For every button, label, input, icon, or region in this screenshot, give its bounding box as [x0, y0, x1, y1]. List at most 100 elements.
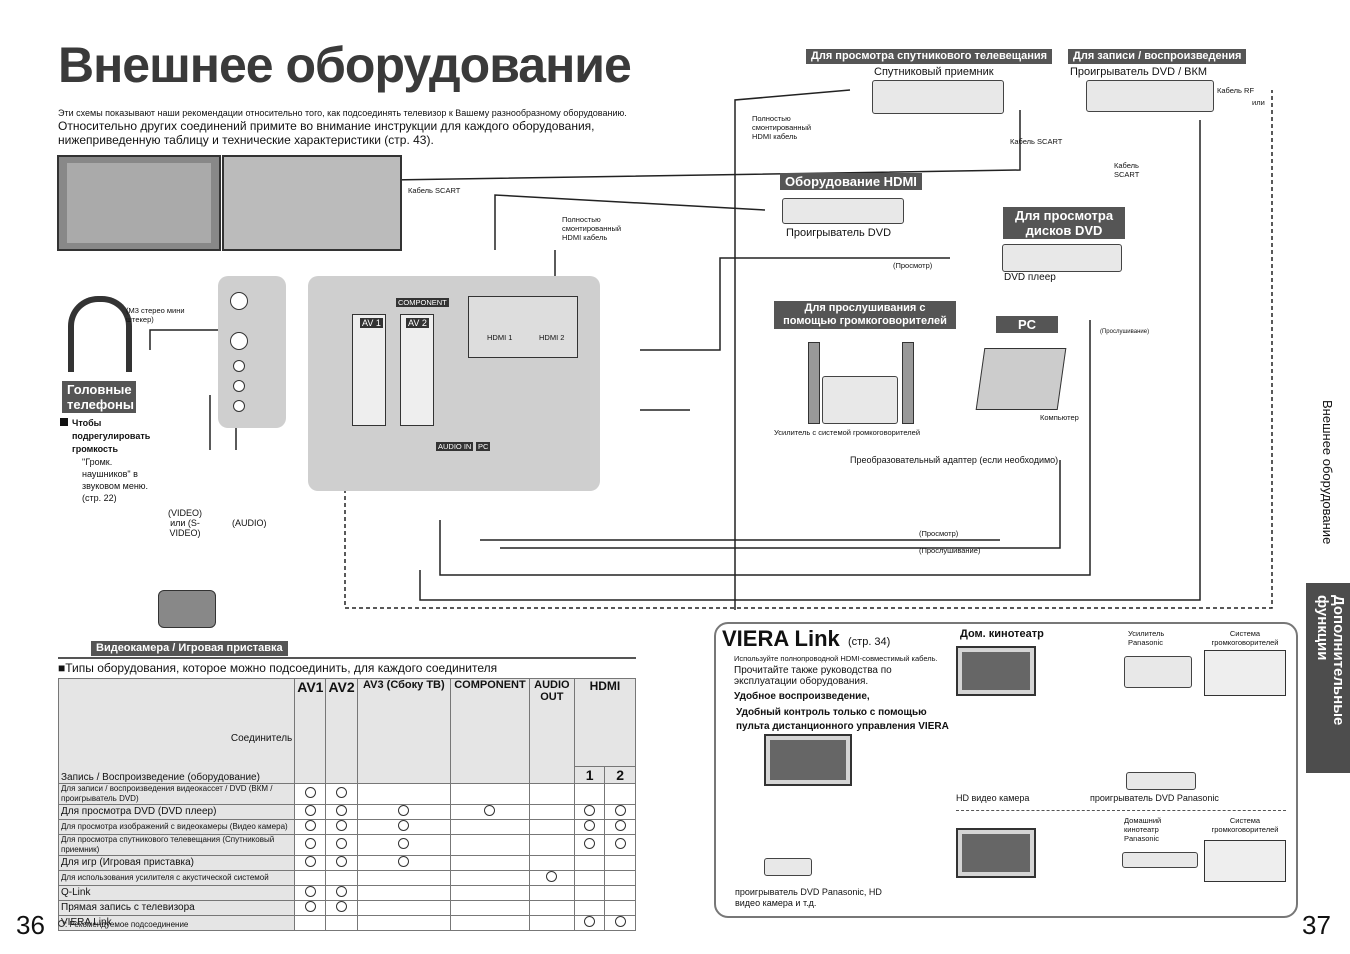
- row-label: Для просмотра DVD (DVD плеер): [57, 804, 296, 820]
- dvd-player-device: [1002, 244, 1122, 272]
- viera-tv-left: [764, 734, 852, 786]
- table-cell: [325, 834, 358, 856]
- recommended-mark: [584, 820, 596, 831]
- adapter-label: Преобразовательный адаптер (если необход…: [850, 455, 1059, 465]
- volume-title: Чтобы подрегулировать громкость: [72, 418, 151, 454]
- hdmi1-label: HDMI 1: [487, 333, 513, 342]
- table-row: Для игр (Игровая приставка): [57, 855, 636, 871]
- page-title: Внешнее оборудование: [58, 37, 632, 93]
- hdmi-block: HDMI 1 HDMI 2: [468, 296, 578, 358]
- recommended-mark: [584, 805, 596, 816]
- component-label: COMPONENT: [396, 298, 449, 307]
- recommended-mark: [304, 856, 316, 867]
- recommended-mark: [336, 886, 348, 897]
- hdmi-dvd-device: [782, 198, 904, 224]
- header-camera: Видеокамера / Игровая приставка: [91, 641, 288, 656]
- table-row: Для просмотра спутникового телевещания (…: [57, 834, 636, 856]
- viera-speaker-device: [1204, 650, 1286, 696]
- recommended-mark: [336, 820, 348, 831]
- satellite-receiver-label: Спутниковый приемник: [874, 66, 994, 78]
- recommended-mark: [336, 805, 348, 816]
- table-cell: [356, 885, 452, 901]
- av2-scart: [400, 314, 434, 426]
- table-cell: [325, 915, 358, 931]
- table-cell: [294, 819, 327, 835]
- viera-bottom-left: проигрыватель DVD Panasonic, HD видео ка…: [735, 887, 882, 908]
- volume-text: "Громк. наушников" в звуковом меню. (стр…: [82, 457, 149, 503]
- table-cell: [450, 870, 530, 886]
- av2-label: AV 2: [406, 318, 429, 328]
- table-cell: [356, 819, 452, 835]
- table-cell: [450, 915, 530, 931]
- col-hdmi-2: 2: [604, 766, 636, 784]
- intro-small-text: Эти схемы показывают наши рекомендации о…: [58, 108, 627, 118]
- viera-page-ref: (стр. 34): [848, 636, 891, 648]
- table-corner: Соединитель Запись / Воспроизведение (об…: [57, 678, 296, 784]
- table-cell: [573, 885, 606, 901]
- video-jack: [233, 360, 245, 372]
- viera-link-box: [714, 622, 1298, 918]
- recommended-mark: [614, 916, 626, 927]
- scart-cable-label-3: Кабель SCART: [408, 186, 461, 195]
- table-row: Для записи / воспроизведения видеокассет…: [57, 783, 636, 805]
- recommended-mark: [398, 838, 410, 849]
- table-cell: [450, 834, 530, 856]
- viera-dvd-panasonic: проигрыватель DVD Panasonic: [1090, 793, 1219, 803]
- recommended-mark: [614, 820, 626, 831]
- col-av2: AV2: [325, 678, 358, 784]
- table-cell: [573, 783, 606, 805]
- svideo-jack: [230, 332, 248, 350]
- av1-label: AV 1: [360, 318, 383, 328]
- viera-bullet-1: Используйте полнопроводной HDMI-совмести…: [734, 654, 938, 663]
- table-cell: [325, 855, 358, 871]
- table-cell: [325, 885, 358, 901]
- table-cell: [325, 804, 358, 820]
- col-audio-out: AUDIO OUT: [528, 678, 575, 784]
- connector-table: Соединитель Запись / Воспроизведение (об…: [57, 678, 637, 931]
- table-cell: [450, 900, 530, 916]
- recommended-mark: [584, 916, 596, 927]
- table-cell: [528, 855, 575, 871]
- recommended-mark: [584, 838, 596, 849]
- hdmi2-label: HDMI 2: [539, 333, 565, 342]
- recommended-mark: [614, 805, 626, 816]
- dvd-player-label: DVD плеер: [1004, 272, 1056, 283]
- viera-tv-right: [956, 646, 1036, 696]
- pc-port-label: PC: [476, 442, 491, 451]
- table-row: Прямая запись с телевизора: [57, 900, 636, 916]
- header-dvd: Для просмотра дисков DVD: [1003, 207, 1125, 239]
- table-cell: [450, 885, 530, 901]
- viera-home-theater: Дом. кинотеатр: [960, 628, 1044, 640]
- table-cell: [325, 870, 358, 886]
- table-cell: [604, 900, 636, 916]
- table-cell: [573, 804, 606, 820]
- audio-l-jack: [233, 380, 245, 392]
- table-cell: [573, 900, 606, 916]
- satellite-receiver-device: [872, 80, 1004, 114]
- side-av-panel: [218, 276, 286, 428]
- rec-play-header: Запись / Воспроизведение (оборудование): [61, 772, 260, 783]
- dvd-vcr-device: [1086, 80, 1214, 112]
- viera-speaker-label: Система громкоговорителей: [1211, 629, 1279, 647]
- recommended-mark: [304, 805, 316, 816]
- table-cell: [528, 819, 575, 835]
- table-cell: [356, 783, 452, 805]
- rear-panel: AV 1 AV 2 COMPONENT HDMI 1 HDMI 2 PC AUD…: [308, 276, 600, 491]
- table-cell: [604, 855, 636, 871]
- headphones-image: [68, 296, 132, 372]
- table-cell: [356, 900, 452, 916]
- table-cell: [294, 870, 327, 886]
- table-row: Для просмотра DVD (DVD плеер): [57, 804, 636, 820]
- table-cell: [573, 855, 606, 871]
- table-cell: [528, 834, 575, 856]
- recommended-mark: [304, 901, 316, 912]
- header-hdmi: Оборудование HDMI: [780, 173, 922, 190]
- tv-front-image: [57, 155, 221, 251]
- table-cell: [294, 900, 327, 916]
- row-label: Для записи / воспроизведения видеокассет…: [57, 783, 296, 805]
- bullet-square: [60, 418, 68, 426]
- video-svideo-label: (VIDEO) или (S-VIDEO): [167, 508, 202, 538]
- header-satellite: Для просмотра спутникового телевещания: [806, 49, 1053, 64]
- row-label: Q-Link: [57, 885, 296, 901]
- header-headphones: Головные телефоны: [62, 381, 136, 413]
